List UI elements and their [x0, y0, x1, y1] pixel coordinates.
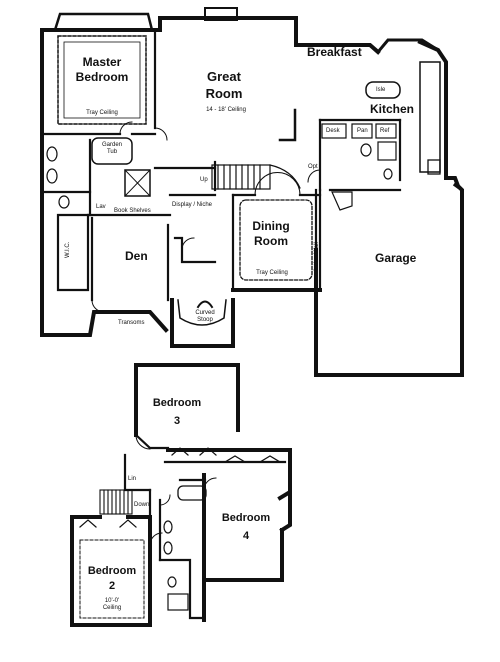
bedroom-4-label: Bedroom 4 [216, 513, 276, 542]
sink-box [427, 159, 441, 175]
great-room-name-line1: Great [207, 69, 241, 84]
transoms-label: Transoms [118, 320, 145, 326]
desk-label: Desk [326, 128, 340, 134]
refrigerator-label: Ref [380, 128, 390, 134]
bedroom-2-ceiling [79, 539, 145, 619]
laundry-toilet [360, 143, 372, 157]
dining-tray-ceiling-note: Tray Ceiling [256, 270, 288, 276]
master-bedroom-bay [53, 12, 154, 32]
garage-label: Garage [375, 251, 417, 265]
bedroom-3-closet [171, 447, 217, 456]
ref-box [375, 123, 397, 139]
pantry-label: Pan [357, 128, 368, 134]
dining-room-label: Dining Room [246, 220, 296, 247]
bedroom-3-label: Bedroom 3 [147, 398, 207, 427]
garden-tub-label: Garden Tub [97, 142, 127, 155]
garden-tub-line2: Tub [106, 149, 118, 155]
dining-room-name-line2: Room [254, 234, 288, 248]
bookshelves-label: Book Shelves [114, 208, 151, 214]
bedroom-2-label: Bedroom 2 [82, 566, 142, 592]
second-bath-sink-1 [163, 520, 173, 534]
breakfast-bay [375, 38, 441, 55]
master-bedroom-label: Master Bedroom [70, 56, 134, 83]
linen-label: Lin [128, 476, 137, 482]
garden-tub-line1: Garden [101, 142, 122, 148]
kitchen-label: Kitchen [370, 102, 415, 116]
great-room-ceiling-note: 14 - 18' Ceiling [206, 107, 246, 113]
laundry-dryer [331, 191, 353, 211]
fireplace [204, 7, 238, 21]
bedroom-3-number: 3 [173, 415, 181, 427]
desk-box [321, 123, 347, 139]
pantry-box [351, 123, 373, 139]
action-wall-label: Action Wall [314, 242, 320, 272]
bedroom-2-note-line2: Ceiling [102, 605, 122, 611]
garage-door [452, 182, 465, 193]
second-floor-door-swings [135, 434, 217, 546]
master-tray-ceiling-note: Tray Ceiling [86, 110, 118, 116]
bedroom-2-closet [79, 519, 137, 528]
den-label: Den [125, 249, 148, 263]
great-room-label: Great Room [196, 70, 252, 100]
first-floor-stairs [211, 164, 301, 190]
stairs-up-label: Up [200, 177, 208, 183]
bedroom-4-closet [224, 455, 281, 463]
bedroom-2-number: 2 [108, 580, 116, 592]
dining-tray-ceiling [239, 199, 313, 281]
curved-stoop-label: Curved Stoop [190, 310, 220, 323]
second-bath-tub [177, 485, 207, 501]
bedroom-4-right-wall [279, 490, 292, 533]
vanity-sink-2 [46, 168, 58, 184]
laundry-washer [377, 141, 397, 161]
stoop-arch [196, 300, 214, 309]
optional-washer-label: Opt [308, 164, 318, 170]
first-floor-door-swings [91, 121, 321, 313]
master-tray-inner [63, 41, 141, 119]
great-room-wall-stub [278, 108, 297, 142]
master-tray-ceiling [57, 35, 147, 125]
curved-stoop-line1: Curved [195, 310, 215, 316]
laundry-sink [383, 168, 393, 180]
dining-room-name-line1: Dining [252, 219, 290, 233]
second-bath-toilet [167, 576, 177, 588]
second-floor-stairs [99, 489, 133, 515]
bedroom-2-name: Bedroom [87, 565, 137, 577]
bedroom-3-name: Bedroom [152, 397, 202, 409]
master-bedroom-name-line1: Master [82, 55, 122, 69]
stairs-down-label: Down [134, 502, 150, 508]
display-niche-label: Display / Niche [172, 202, 213, 208]
bedroom-2-ceiling-note: 10'-0' Ceiling [97, 598, 127, 611]
kitchen-counter [419, 61, 441, 173]
bedroom-4-name: Bedroom [221, 512, 271, 524]
first-floor-interior-walls [40, 28, 402, 302]
vanity-sink-1 [46, 146, 58, 162]
master-bedroom-name-line2: Bedroom [75, 70, 129, 84]
walk-in-closet-label: W.I.C. [65, 241, 71, 258]
curved-stoop-line2: Stoop [197, 317, 213, 323]
great-room-name-line2: Room [205, 86, 243, 101]
second-floor-walls [70, 363, 292, 627]
shower [124, 169, 151, 197]
bedroom-4-number: 4 [242, 530, 250, 542]
bedroom-2-note-line1: 10'-0' [104, 598, 120, 604]
garden-tub [91, 137, 133, 165]
second-bath-sink-2 [163, 541, 173, 555]
toilet [58, 195, 70, 209]
lav-label: Lav [96, 204, 106, 210]
kitchen-island-label: Isle [376, 87, 386, 93]
breakfast-label: Breakfast [307, 45, 362, 59]
kitchen-island [365, 81, 401, 99]
second-bath-tub-2 [167, 593, 189, 611]
curved-stoop [177, 299, 227, 326]
